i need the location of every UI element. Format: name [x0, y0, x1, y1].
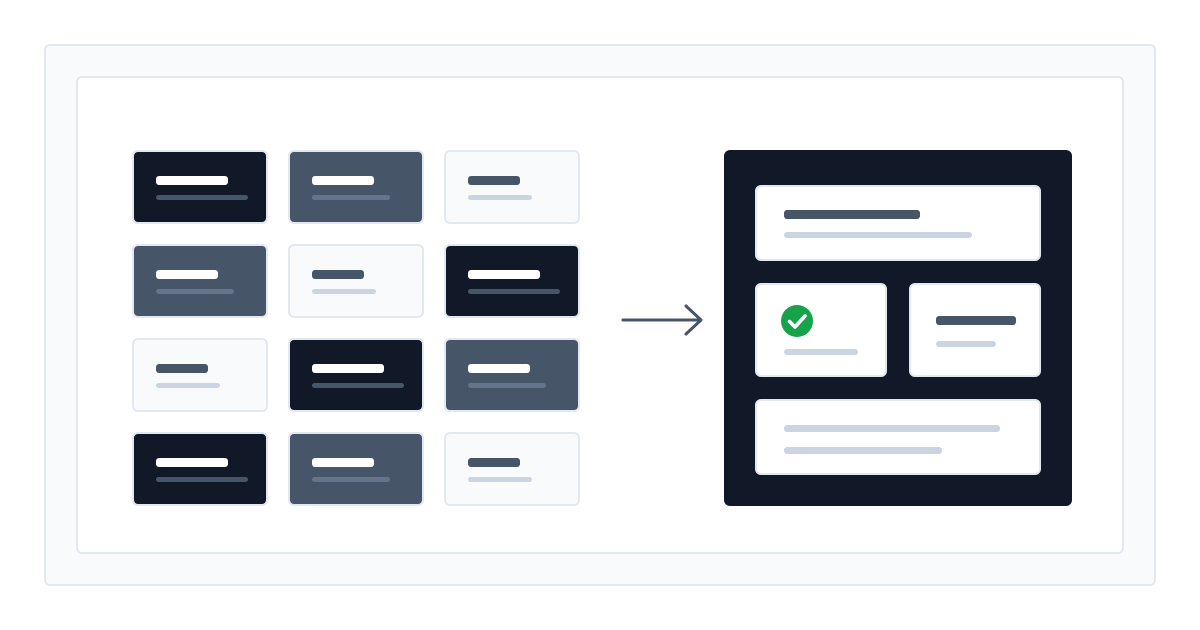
summary-subtitle-line — [936, 341, 996, 347]
summary-title-line — [936, 316, 1016, 325]
tile-subtitle-line — [468, 289, 560, 294]
tile-title-line — [468, 270, 540, 279]
tile-subtitle-line — [312, 383, 404, 388]
success-card — [755, 283, 887, 377]
tile-subtitle-line — [156, 383, 220, 388]
tile-subtitle-line — [312, 195, 390, 200]
tile-subtitle-line — [468, 195, 532, 200]
header-subtitle-line — [784, 232, 972, 238]
tile-title-line — [312, 364, 384, 373]
summary-card — [909, 283, 1041, 377]
tile-title-line — [468, 364, 530, 373]
source-tile — [288, 244, 424, 318]
tile-title-line — [312, 176, 374, 185]
tile-title-line — [156, 176, 228, 185]
footer-line-2 — [784, 447, 942, 454]
result-panel — [724, 150, 1072, 506]
source-tile — [444, 432, 580, 506]
header-card — [755, 185, 1041, 261]
source-tile — [132, 244, 268, 318]
tile-subtitle-line — [468, 383, 546, 388]
tile-subtitle-line — [468, 477, 532, 482]
tile-subtitle-line — [312, 477, 390, 482]
source-tile — [132, 432, 268, 506]
source-tile — [288, 338, 424, 412]
source-tile — [288, 150, 424, 224]
footer-line-1 — [784, 425, 1000, 432]
tile-title-line — [468, 176, 520, 185]
tile-subtitle-line — [156, 195, 248, 200]
tile-title-line — [312, 458, 374, 467]
tile-title-line — [468, 458, 520, 467]
footer-card — [755, 399, 1041, 475]
arrow-right-icon — [621, 304, 703, 336]
source-tile — [444, 338, 580, 412]
tile-title-line — [156, 364, 208, 373]
source-tile — [288, 432, 424, 506]
source-tile — [444, 244, 580, 318]
tile-subtitle-line — [312, 289, 376, 294]
tile-subtitle-line — [156, 289, 234, 294]
check-circle-icon — [781, 305, 813, 337]
source-tile — [444, 150, 580, 224]
tile-subtitle-line — [156, 477, 248, 482]
tile-title-line — [312, 270, 364, 279]
tile-title-line — [156, 458, 228, 467]
source-tile — [132, 150, 268, 224]
source-tile — [132, 338, 268, 412]
tile-title-line — [156, 270, 218, 279]
header-title-line — [784, 210, 920, 219]
success-caption-line — [784, 349, 858, 355]
